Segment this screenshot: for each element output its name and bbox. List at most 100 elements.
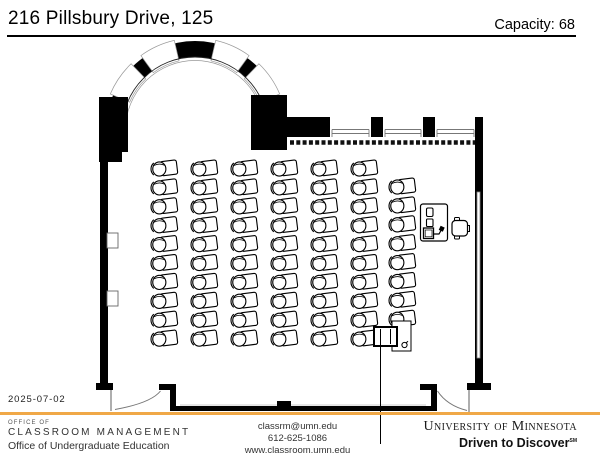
tablet-arm-chair-icon [388, 196, 417, 214]
tablet-arm-chair-icon [310, 196, 339, 215]
tablet-arm-chair-icon [270, 196, 299, 215]
tablet-arm-chair-icon [230, 178, 259, 196]
tablet-arm-chair-icon [350, 159, 379, 177]
tablet-arm-chair-icon [150, 215, 179, 234]
tablet-arm-chair-icon [310, 310, 339, 328]
instructor-desk-icon [419, 203, 449, 242]
tablet-arm-chair-icon [230, 291, 259, 310]
tablet-arm-chair-icon [230, 329, 259, 347]
window-icon [330, 117, 371, 137]
tablet-arm-chair-icon [190, 196, 219, 215]
page-title: 216 Pillsbury Drive, 125 [8, 8, 214, 29]
tablet-arm-chair-icon [350, 196, 379, 215]
tablet-arm-chair-icon [310, 272, 339, 291]
tablet-arm-chair-icon [150, 329, 179, 347]
service-mark: SM [569, 437, 578, 444]
tablet-arm-chair-icon [388, 290, 417, 309]
tablet-arm-chair-icon [270, 329, 299, 347]
tablet-arm-chair-icon [270, 253, 299, 272]
tablet-arm-chair-icon [350, 253, 379, 272]
tablet-arm-chair-icon [230, 159, 259, 177]
tablet-arm-chair-icon [388, 214, 417, 233]
tablet-arm-chair-icon [350, 215, 379, 234]
plan-date: 2025-07-02 [8, 394, 66, 405]
tablet-arm-chair-icon [310, 178, 339, 196]
tablet-arm-chair-icon [150, 291, 179, 310]
wall-pilaster [106, 290, 119, 307]
tablet-arm-chair-icon [190, 215, 219, 234]
tablet-arm-chair-icon [310, 159, 339, 177]
tablet-arm-chair-icon [150, 253, 179, 272]
equipment-cart-icon [373, 320, 412, 444]
tablet-arm-chair-icon [190, 159, 219, 177]
tablet-arm-chair-icon [388, 252, 417, 271]
window-icon [435, 117, 476, 137]
header-rule [7, 35, 576, 37]
undergraduate-education-label: Office of Undergraduate Education [8, 440, 170, 452]
tablet-arm-chair-icon [230, 272, 259, 291]
tablet-arm-chair-icon [270, 178, 299, 196]
tablet-arm-chair-icon [310, 253, 339, 272]
tablet-arm-chair-icon [230, 234, 259, 253]
tablet-arm-chair-icon [388, 233, 417, 252]
tablet-arm-chair-icon [190, 329, 219, 347]
office-wordmark: OFFICE OF CLASSROOM MANAGEMENT Office of… [8, 420, 190, 452]
tablet-arm-chair-icon [190, 178, 219, 196]
tablet-arm-chair-icon [310, 215, 339, 234]
tablet-arm-chair-icon [150, 234, 179, 253]
tablet-arm-chair-icon [270, 310, 299, 328]
tablet-arm-chair-icon [310, 329, 339, 347]
tablet-arm-chair-icon [270, 215, 299, 234]
university-wordmark: University of Minnesota [423, 419, 577, 434]
tablet-arm-chair-icon [270, 272, 299, 291]
classroom-management-label: CLASSROOM MANAGEMENT [8, 427, 191, 438]
tablet-arm-chair-icon [270, 291, 299, 310]
apse-window-icon [109, 39, 281, 103]
left-wall [100, 150, 108, 388]
tablet-arm-chair-icon [150, 272, 179, 291]
tablet-arm-chair-icon [388, 271, 417, 290]
tablet-arm-chair-icon [270, 234, 299, 253]
tablet-arm-chair-icon [350, 178, 379, 196]
tablet-arm-chair-icon [388, 177, 417, 195]
markerboard-icon [476, 191, 481, 359]
tablet-arm-chair-icon [310, 234, 339, 253]
tablet-arm-chair-icon [150, 196, 179, 215]
tablet-arm-chair-icon [310, 291, 339, 310]
contact-email: classrm@umn.edu [257, 421, 338, 432]
tablet-arm-chair-icon [350, 272, 379, 291]
tablet-arm-chair-icon [270, 159, 299, 177]
tablet-arm-chair-icon [230, 253, 259, 272]
contact-block: classrm@umn.edu 612-625-1086 www.classro… [230, 421, 365, 457]
tablet-arm-chair-icon [190, 272, 219, 291]
tablet-arm-chair-icon [350, 310, 379, 328]
tablet-arm-chair-icon [150, 178, 179, 196]
bottom-wall [96, 383, 491, 412]
apse-bay [99, 39, 287, 162]
tablet-arm-chair-icon [350, 234, 379, 253]
tablet-arm-chair-icon [190, 253, 219, 272]
tablet-arm-chair-icon [230, 310, 259, 328]
door-left-icon [110, 390, 161, 411]
tablet-arm-chair-icon [230, 215, 259, 234]
chairs-group [150, 159, 417, 347]
tablet-arm-chair-icon [190, 234, 219, 253]
tablet-arm-chair-icon [150, 310, 179, 328]
wall-pilaster [106, 232, 119, 249]
tablet-arm-chair-icon [350, 291, 379, 310]
footer-divider [0, 412, 600, 415]
door-right-icon [437, 390, 470, 412]
contact-phone: 612-625-1086 [267, 433, 328, 444]
instructor-chair-icon [451, 217, 470, 240]
contact-website: www.classroom.umn.edu [244, 445, 351, 456]
tablet-arm-chair-icon [190, 310, 219, 328]
tablet-arm-chair-icon [190, 291, 219, 310]
capacity-label: Capacity: 68 [494, 17, 575, 33]
top-wall [283, 117, 483, 137]
office-of-label: OFFICE OF [8, 420, 50, 426]
tagline: Driven to DiscoverSM [459, 436, 578, 450]
window-icon [383, 117, 423, 137]
university-brand: University of Minnesota Driven to Discov… [423, 419, 577, 450]
